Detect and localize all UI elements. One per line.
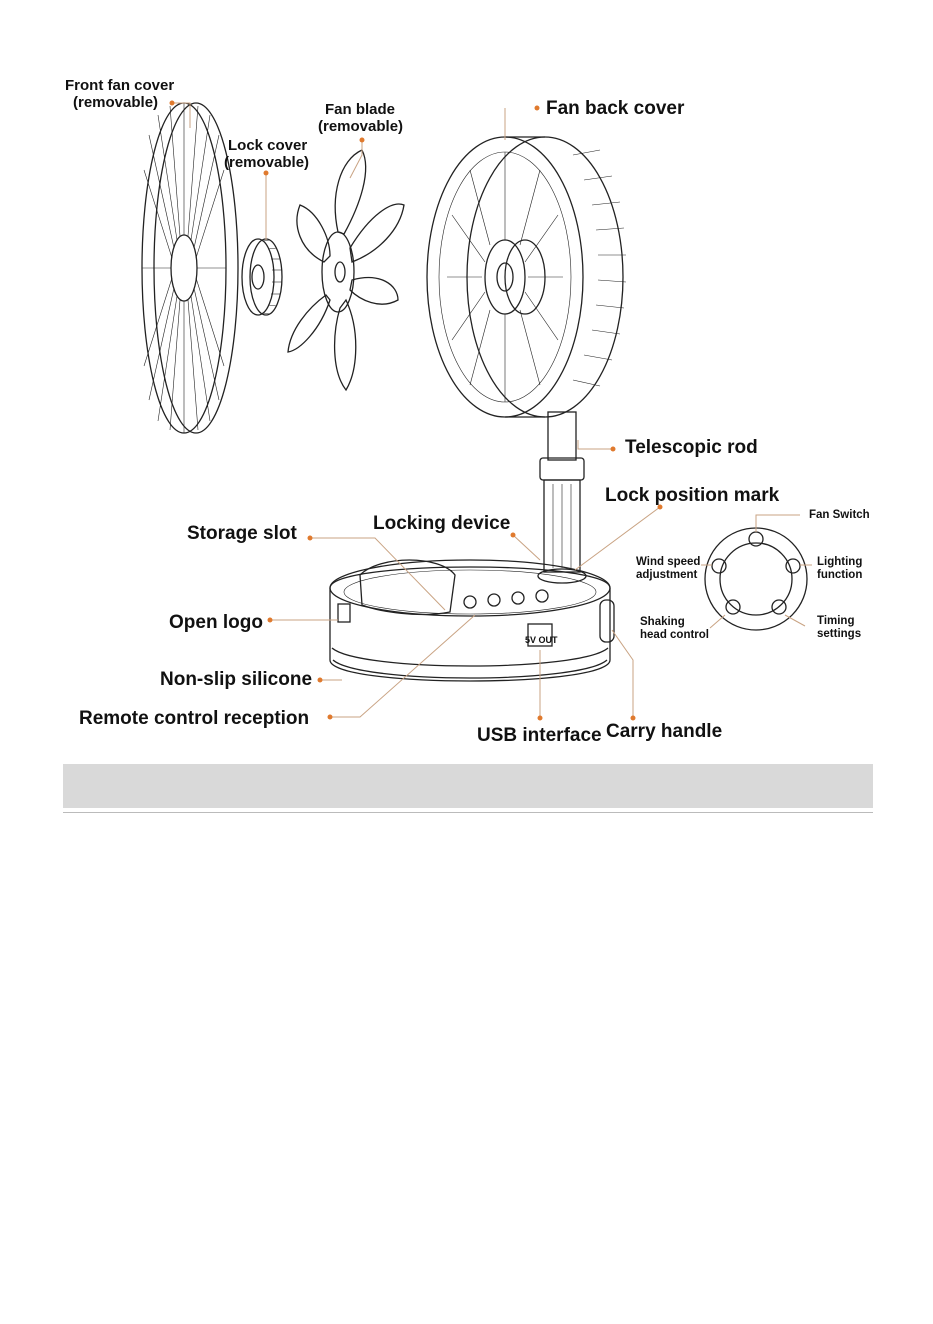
- label-telescopic-rod: Telescopic rod: [625, 437, 758, 458]
- label-timing-line1: Timing: [817, 615, 854, 627]
- label-lighting-line1: Lighting: [817, 556, 862, 568]
- section-divider: [63, 812, 873, 813]
- fan-base: [329, 559, 615, 682]
- label-fan-back-cover: Fan back cover: [546, 98, 685, 119]
- fan-back-cover: [426, 136, 627, 418]
- section-header-bar: [63, 764, 873, 808]
- label-storage-slot: Storage slot: [187, 523, 297, 544]
- label-wind-speed-line2: adjustment: [636, 569, 698, 581]
- label-front-fan-cover-note: (removable): [73, 94, 158, 111]
- leader-lines: [169, 100, 812, 721]
- fan-blade: [287, 149, 405, 392]
- label-front-fan-cover: Front fan cover: [65, 77, 174, 94]
- label-open-logo: Open logo: [169, 612, 263, 633]
- control-panel-detail: [704, 527, 808, 631]
- label-remote-control-reception: Remote control reception: [79, 708, 309, 729]
- label-fan-blade-note: (removable): [318, 118, 403, 135]
- lock-cover: [241, 238, 283, 316]
- label-usb-interface: USB interface: [477, 725, 602, 746]
- label-non-slip-silicone: Non-slip silicone: [160, 669, 312, 690]
- wind-speed-icon: [711, 558, 727, 574]
- label-lighting-line2: function: [817, 569, 862, 581]
- label-fan-switch: Fan Switch: [809, 509, 870, 521]
- label-locking-device: Locking device: [373, 513, 510, 534]
- label-timing-line2: settings: [817, 628, 861, 640]
- label-fan-blade: Fan blade: [325, 101, 395, 118]
- label-wind-speed-line1: Wind speed: [636, 556, 700, 568]
- label-lock-cover: Lock cover: [228, 137, 307, 154]
- power-button-icon: [748, 531, 764, 547]
- label-lock-cover-note: (removable): [224, 154, 309, 171]
- label-shaking-line2: head control: [640, 629, 709, 641]
- telescopic-rod: [537, 411, 587, 584]
- light-bulb-icon: [785, 558, 801, 574]
- shake-head-icon: [725, 599, 741, 615]
- timer-icon: [771, 599, 787, 615]
- label-lock-position-mark: Lock position mark: [605, 485, 780, 506]
- label-shaking-line1: Shaking: [640, 616, 685, 628]
- label-carry-handle: Carry handle: [606, 721, 722, 742]
- usb-port-marking: 5V OUT: [525, 635, 558, 645]
- front-fan-cover: [141, 102, 239, 434]
